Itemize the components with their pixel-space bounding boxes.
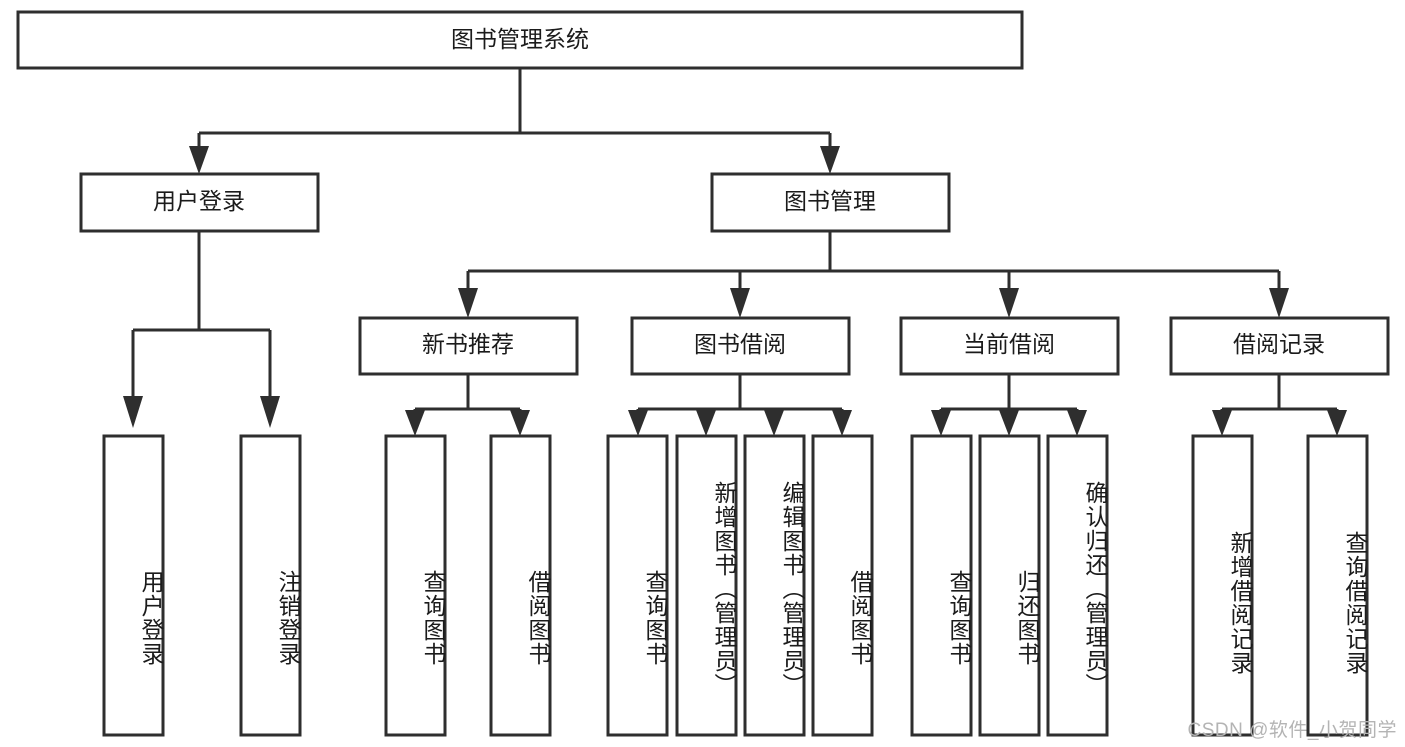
- node-new-book-recommend[interactable]: 新书推荐: [358, 316, 579, 376]
- node-book-management[interactable]: 图书管理: [710, 172, 951, 233]
- node-new-book-recommend-label: 新书推荐: [422, 331, 514, 357]
- leaf-edit-book[interactable]: [743, 434, 806, 737]
- node-root[interactable]: 图书管理系统: [16, 10, 1024, 70]
- connector-root-to-level2: [189, 68, 840, 174]
- connector-user-login-to-leaves: [123, 231, 280, 428]
- node-root-label: 图书管理系统: [451, 26, 589, 52]
- leaf-query-book-1[interactable]: [384, 434, 447, 737]
- node-book-management-label: 图书管理: [784, 188, 876, 214]
- leaf-add-record[interactable]: [1191, 434, 1254, 737]
- node-current-borrow-label: 当前借阅: [963, 331, 1055, 357]
- leaf-confirm-return[interactable]: [1046, 434, 1109, 737]
- node-book-borrow[interactable]: 图书借阅: [630, 316, 851, 376]
- leaf-add-book[interactable]: [675, 434, 738, 737]
- leaf-query-book-3[interactable]: [910, 434, 973, 737]
- leaf-query-record[interactable]: [1306, 434, 1369, 737]
- connector-borrow-record-to-leaves: [1212, 374, 1347, 436]
- node-user-login-label: 用户登录: [153, 188, 245, 214]
- connector-current-borrow-to-leaves: [931, 374, 1087, 436]
- connector-new-book-recommend-to-leaves: [405, 374, 530, 436]
- connector-book-management-to-level3: [458, 231, 1289, 318]
- node-borrow-record[interactable]: 借阅记录: [1169, 316, 1390, 376]
- watermark-text: CSDN @软件_小贺同学: [1187, 720, 1397, 741]
- node-book-borrow-label: 图书借阅: [694, 331, 786, 357]
- leaf-user-login[interactable]: [102, 434, 165, 737]
- leaf-query-book-2[interactable]: [606, 434, 669, 737]
- leaf-logout[interactable]: [239, 434, 302, 737]
- node-current-borrow[interactable]: 当前借阅: [899, 316, 1120, 376]
- leaf-borrow-book-2[interactable]: [811, 434, 874, 737]
- leaf-return-book[interactable]: [978, 434, 1041, 737]
- node-borrow-record-label: 借阅记录: [1233, 331, 1325, 357]
- connector-book-borrow-to-leaves: [628, 374, 852, 436]
- leaf-borrow-book-1[interactable]: [489, 434, 552, 737]
- node-user-login[interactable]: 用户登录: [79, 172, 320, 233]
